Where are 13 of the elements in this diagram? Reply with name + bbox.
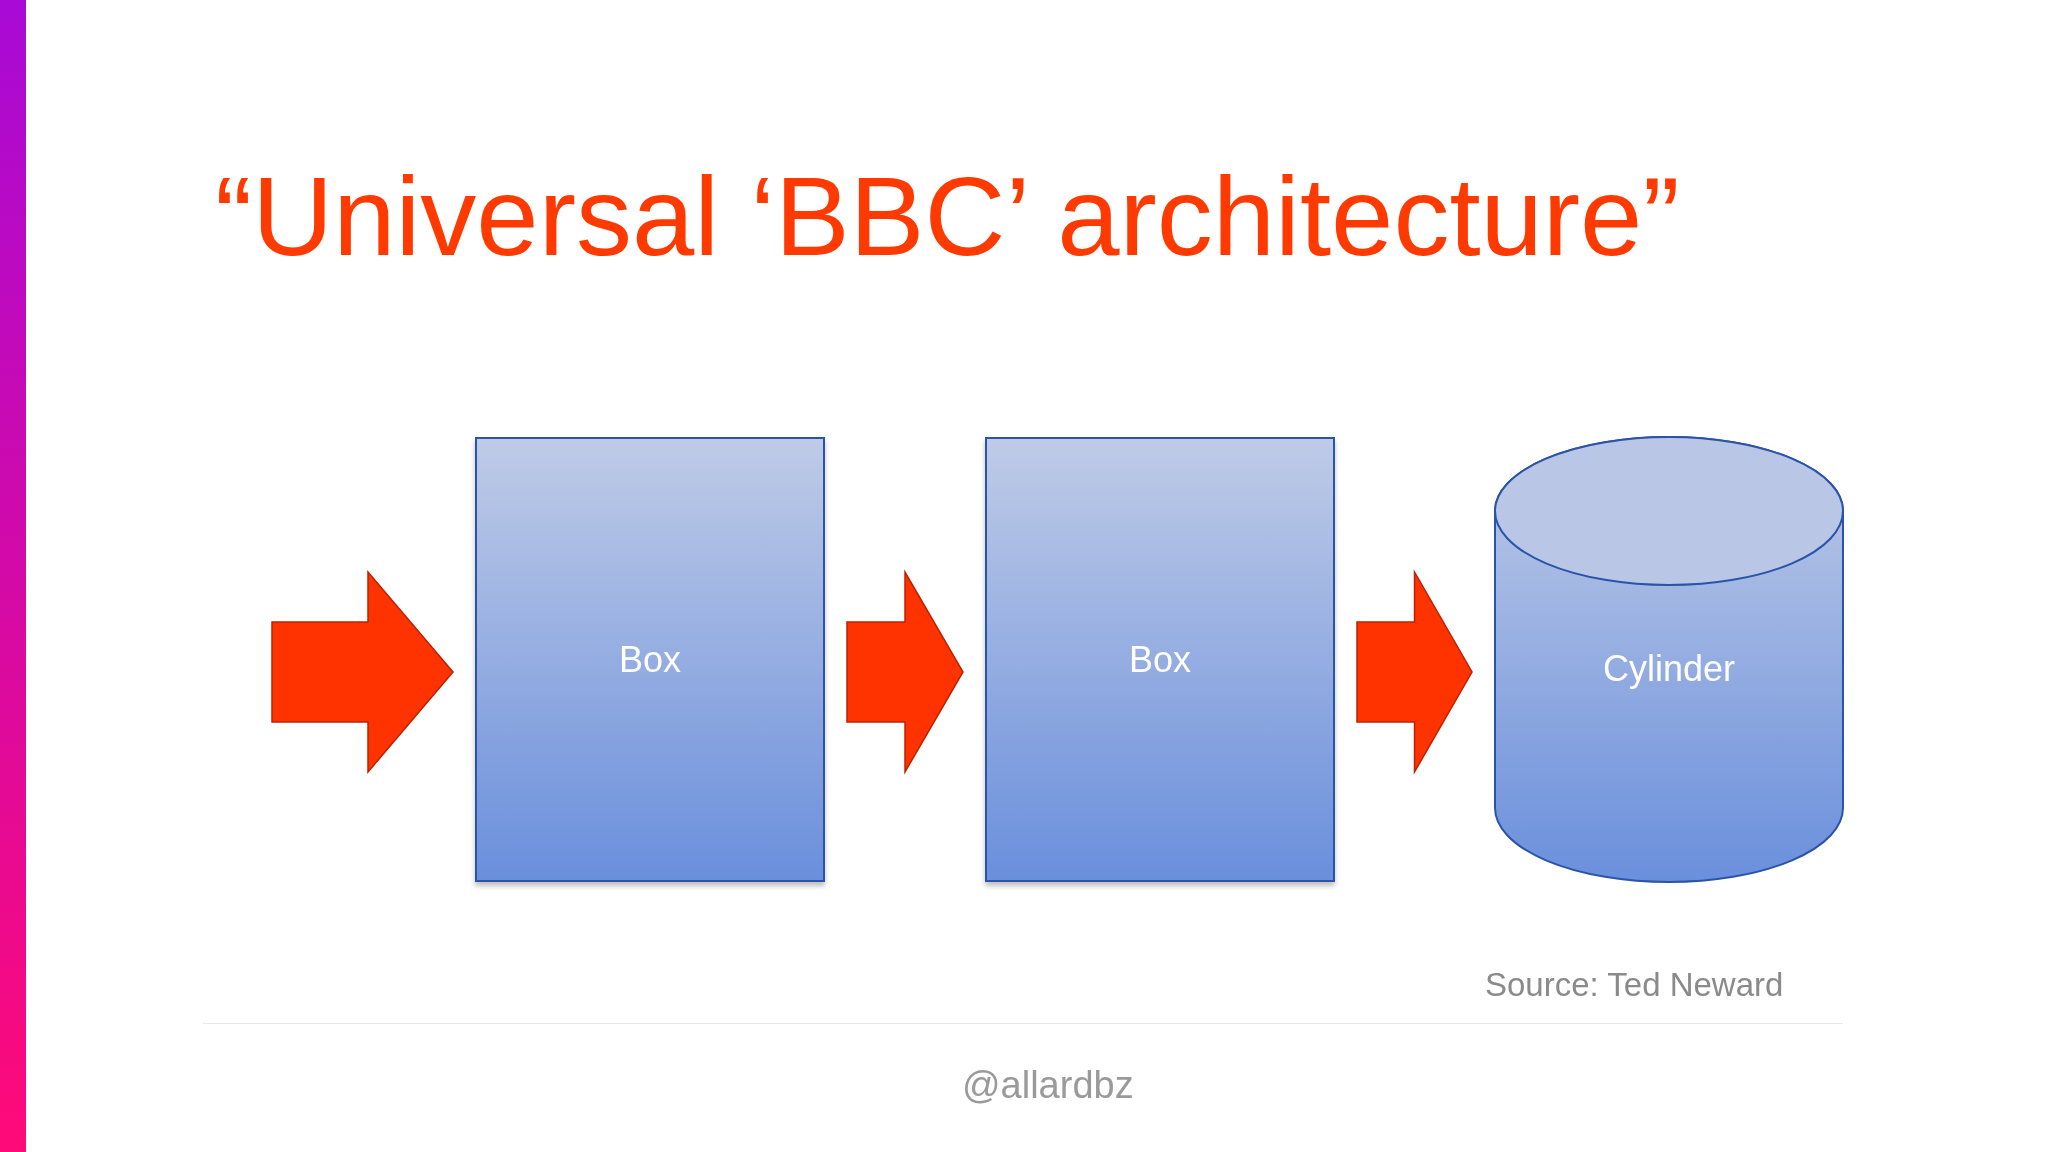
node-label: Box [618,638,681,681]
block-arrow [1356,569,1473,775]
source-note: Source: Ted Neward [1485,966,1784,1004]
process-box [985,437,1335,882]
node-label: Cylinder [1602,647,1735,690]
side-bar [0,0,26,1152]
block-arrow [271,569,454,775]
database-cylinder [1494,437,1844,882]
social-handle: @allardbz [962,1064,1134,1107]
block-arrow [846,569,964,775]
slide-title: “Universal ‘BBC’ architecture” [215,155,1680,279]
node-label: Box [1128,638,1191,681]
process-box [475,437,825,882]
